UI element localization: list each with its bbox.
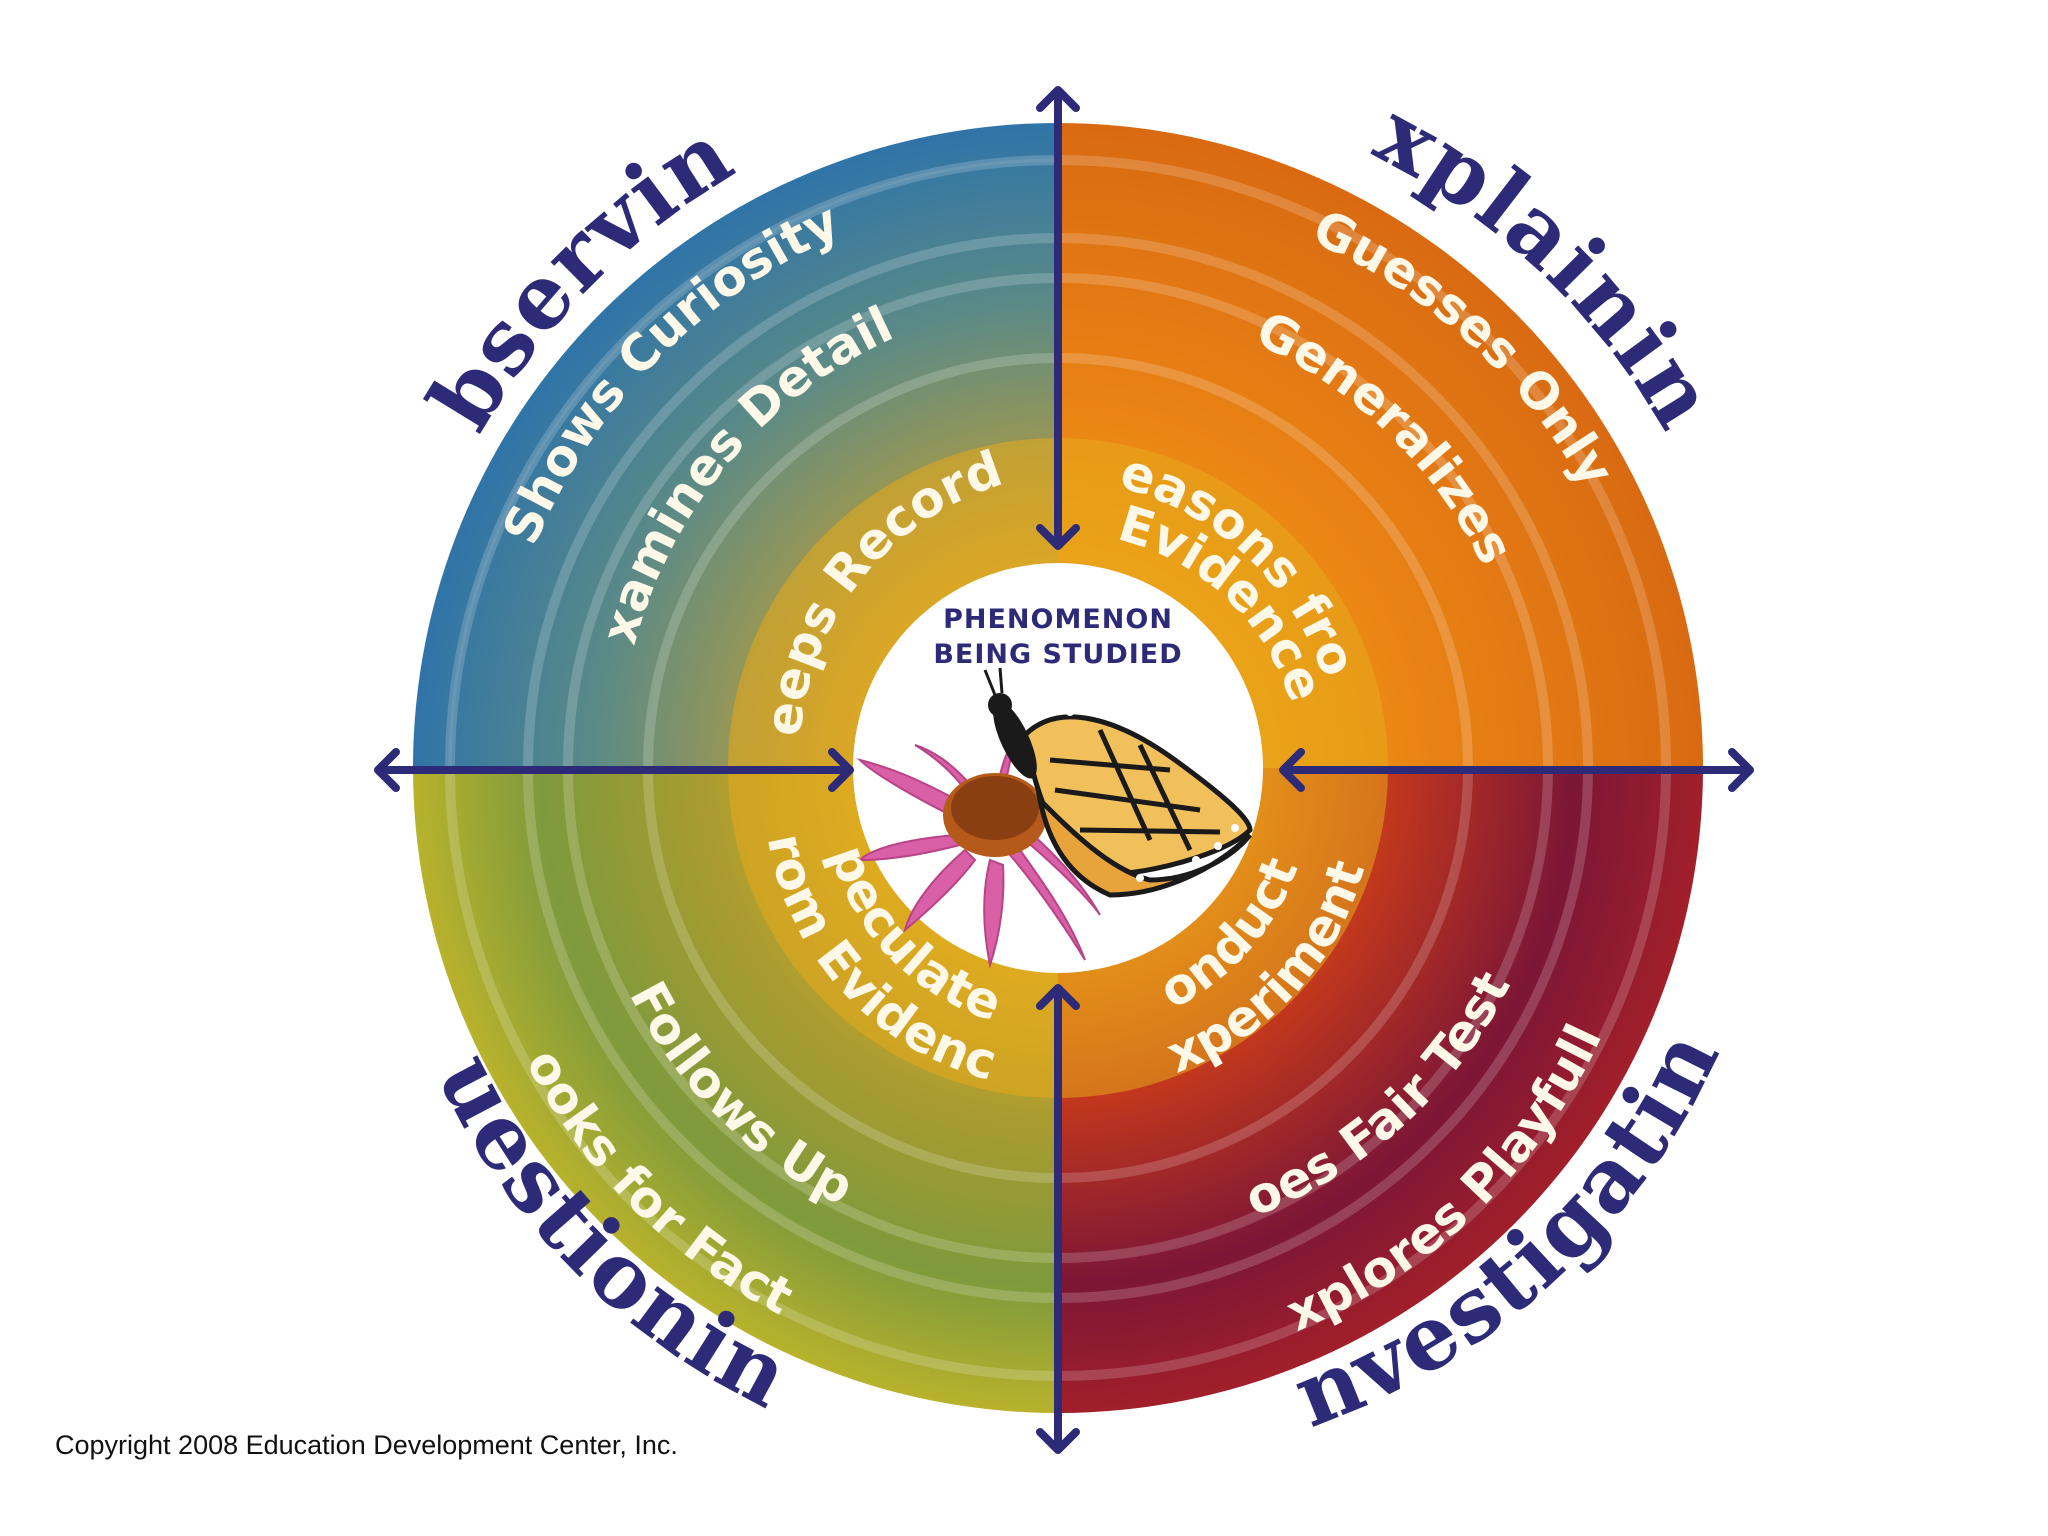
arrow-top [1036, 86, 1080, 550]
arrow-left [374, 748, 854, 792]
center-label-line2: BEING STUDIED [933, 639, 1182, 670]
arrows [374, 86, 1754, 1454]
butterfly-flower-image [856, 667, 1253, 969]
copyright-text: Copyright 2008 Education Development Cen… [55, 1430, 678, 1460]
arrow-bottom [1036, 984, 1080, 1454]
arrow-right [1279, 748, 1754, 792]
center-label-line1: PHENOMENON [943, 604, 1173, 635]
